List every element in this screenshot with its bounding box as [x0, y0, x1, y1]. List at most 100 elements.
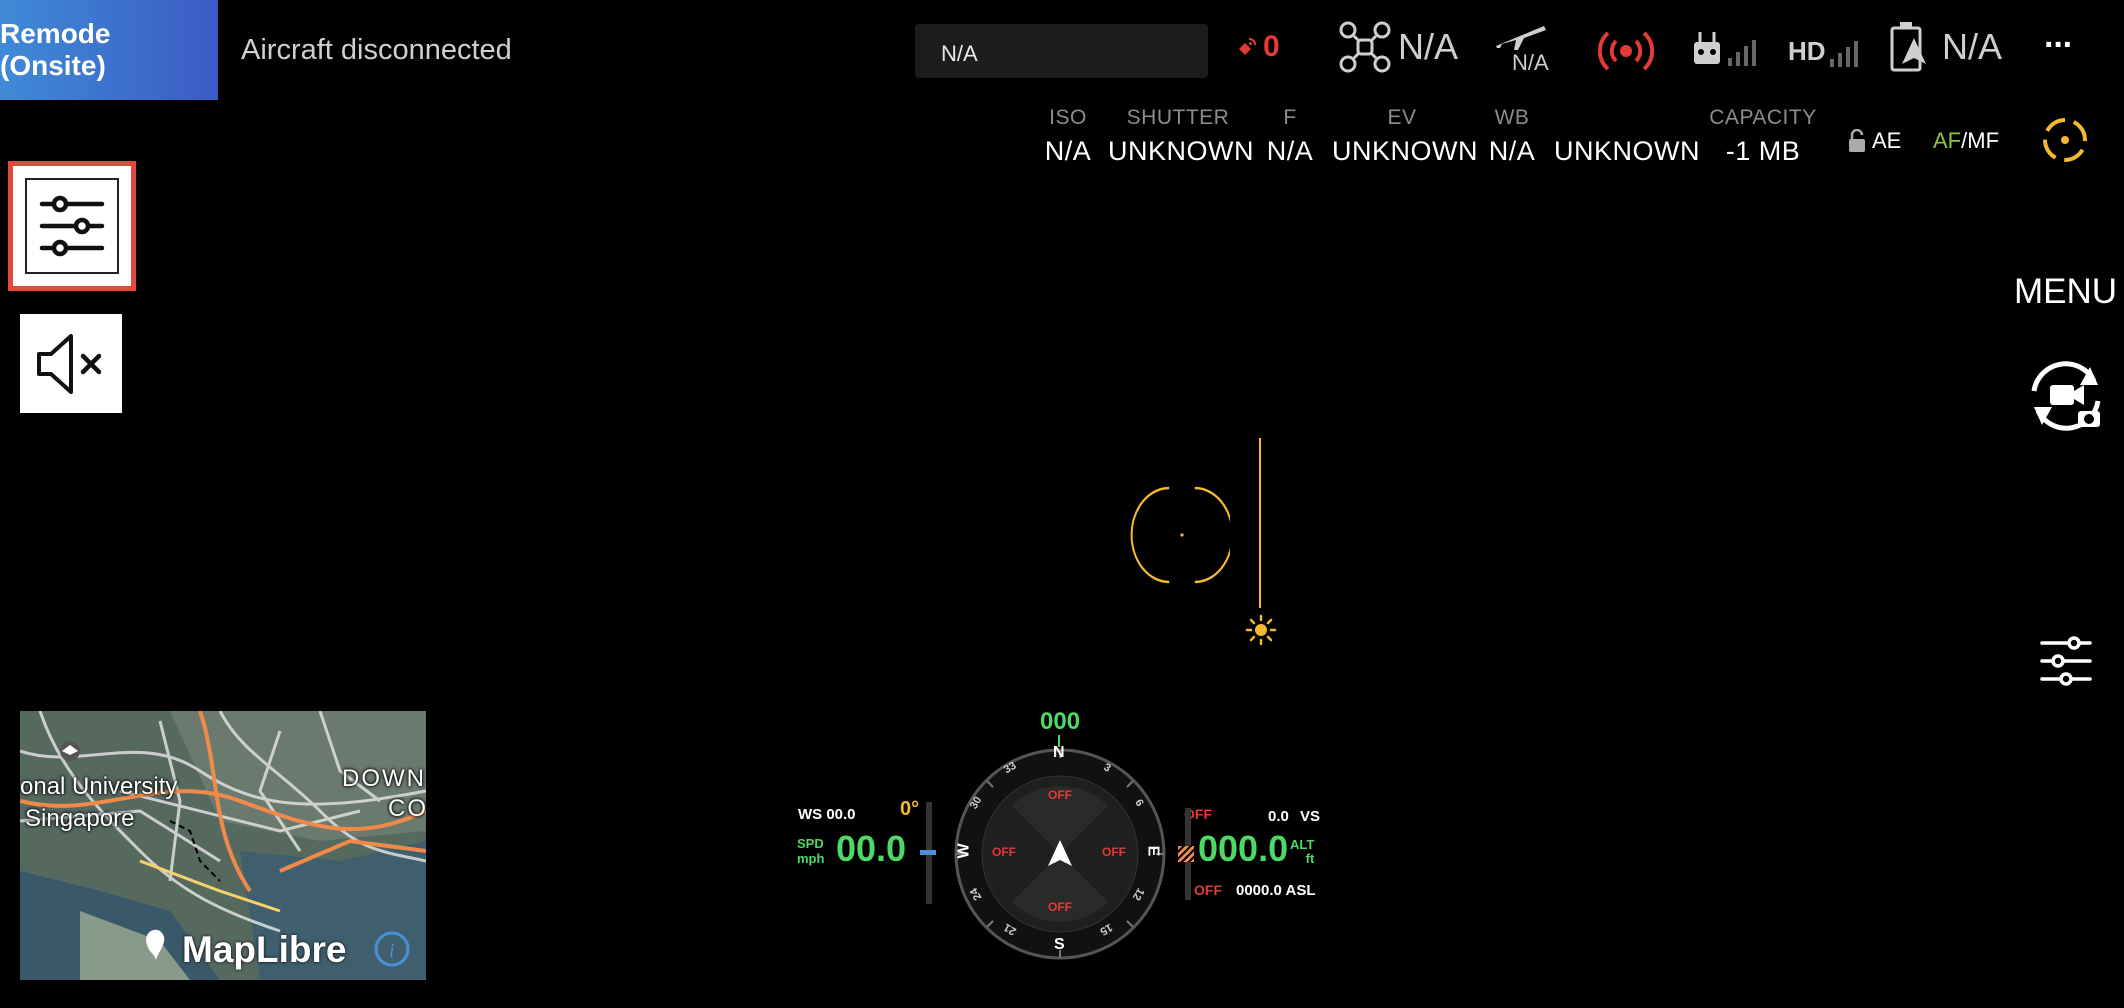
right-settings-button[interactable]	[2038, 633, 2094, 694]
satellite-icon	[1239, 38, 1256, 55]
heading-value: 000	[1040, 708, 1081, 735]
iso-param[interactable]: ISO N/A	[1038, 106, 1098, 167]
capacity-label: CAPACITY	[1709, 106, 1817, 129]
altitude-limit-indicator	[1178, 846, 1194, 862]
flight-mode-status[interactable]: N/A	[1494, 22, 1552, 78]
speed-unit: SPD mph	[797, 836, 824, 866]
wb-param[interactable]: WB N/A	[1482, 106, 1542, 167]
unlock-icon	[1849, 129, 1865, 152]
storage-value: UNKNOWN	[1554, 136, 1700, 166]
ae-lock-button[interactable]: AE	[1848, 128, 1901, 154]
battery-status[interactable]: N/A	[1888, 20, 2002, 74]
wb-label: WB	[1494, 106, 1530, 129]
brand-badge[interactable]: Remode (Onsite)	[0, 0, 218, 100]
altitude-label: ALT	[1290, 837, 1315, 852]
sliders-icon	[2040, 636, 2092, 686]
signal-indicator: 0	[1235, 30, 1280, 64]
speed-value: 00.0	[836, 828, 907, 869]
obstacle-right-status: OFF	[1102, 845, 1126, 859]
map-background: i	[20, 711, 426, 980]
capacity-value: -1 MB	[1725, 136, 1801, 166]
plane-icon	[1496, 26, 1546, 50]
mini-map[interactable]: i onal University Singapore DOWN CO MapL…	[20, 711, 426, 980]
info-field[interactable]: N/A	[915, 24, 1208, 78]
ev-value: UNKNOWN	[1332, 136, 1478, 166]
vertical-speed: 0.0	[1268, 808, 1289, 825]
obstacle-top-status: OFF	[1184, 806, 1212, 822]
speed-unit-label: mph	[797, 851, 825, 866]
menu-button[interactable]: MENU	[2014, 272, 2118, 311]
capacity-param[interactable]: CAPACITY -1 MB	[1706, 106, 1820, 167]
aperture-value: N/A	[1266, 136, 1314, 166]
map-info-button[interactable]	[376, 933, 410, 967]
altitude-unit: ALT ft	[1290, 838, 1314, 866]
map-label-singapore: Singapore	[25, 805, 135, 832]
af-label: AF	[1933, 128, 1962, 153]
connection-status: Aircraft disconnected	[241, 34, 512, 66]
aperture-label: F	[1283, 106, 1297, 129]
camera-switch-icon	[2031, 361, 2101, 431]
camera-settings-frame	[25, 178, 119, 274]
compass-e: E	[1144, 845, 1162, 857]
drone-icon	[1339, 21, 1391, 73]
aperture-param[interactable]: F N/A	[1260, 106, 1320, 167]
mute-button[interactable]	[20, 314, 122, 413]
ev-param[interactable]: EV UNKNOWN	[1332, 106, 1478, 167]
vertical-speed-label: VS	[1300, 808, 1321, 825]
exposure-slider-track[interactable]	[1259, 438, 1261, 608]
signal-count: 0	[1263, 30, 1280, 63]
gimbal-pitch-indicator	[920, 850, 936, 855]
storage-param[interactable]: UNKNOWN	[1554, 106, 1700, 167]
wb-value: N/A	[1488, 136, 1536, 166]
svg-text:i: i	[389, 940, 395, 962]
iso-label: ISO	[1049, 106, 1087, 129]
battery-icon	[1890, 22, 1926, 72]
shutter-label: SHUTTER	[1126, 106, 1230, 129]
shutter-param[interactable]: SHUTTER UNKNOWN	[1108, 106, 1254, 167]
altitude-asl: 0000.0 ASL	[1236, 882, 1316, 899]
ev-label: EV	[1387, 106, 1417, 129]
mf-label: /MF	[1961, 128, 2000, 153]
gimbal-pitch: 0°	[900, 798, 920, 820]
shutter-value: UNKNOWN	[1108, 136, 1254, 166]
map-label-university: onal University	[20, 773, 178, 800]
camera-settings-button[interactable]	[8, 161, 136, 291]
iso-value: N/A	[1044, 136, 1092, 166]
obstacle-left-status: OFF	[992, 845, 1016, 859]
battery-value: N/A	[1942, 26, 2003, 67]
rc-signal-status[interactable]	[1692, 30, 1760, 66]
remote-controller-icon	[1694, 32, 1720, 64]
ae-label: AE	[1872, 128, 1902, 153]
switch-camera-mode-button[interactable]	[2020, 355, 2112, 442]
compass-n: N	[1053, 744, 1065, 761]
wind-speed: WS 00.0	[798, 806, 856, 823]
hd-signal-bars-icon	[1829, 41, 1858, 67]
hd-signal-status[interactable]: HD	[1788, 36, 1862, 67]
obstacle-rear-status: OFF	[1048, 900, 1072, 914]
obstacle-bottom-status: OFF	[1194, 882, 1222, 898]
sliders-icon	[39, 195, 105, 257]
rc-signal-bars-icon	[1728, 40, 1756, 66]
aircraft-status[interactable]: N/A	[1338, 20, 1458, 74]
hd-label: HD	[1788, 36, 1826, 66]
obstacle-front-status: OFF	[1048, 788, 1072, 802]
rtk-broadcast-icon	[1597, 31, 1655, 71]
map-label-down: DOWN	[342, 765, 426, 792]
compass-s: S	[1054, 936, 1065, 953]
focus-reticle[interactable]	[1130, 480, 1230, 590]
map-label-co: CO	[388, 795, 426, 822]
focus-target-button[interactable]	[2040, 115, 2090, 170]
speed-label: SPD	[797, 836, 824, 851]
rtk-status[interactable]	[1597, 25, 1655, 82]
heading-tick	[1058, 735, 1060, 747]
focus-mode-button[interactable]: AF/MF	[1933, 128, 1999, 154]
compass-w: W	[955, 843, 973, 859]
aircraft-value: N/A	[1398, 26, 1459, 67]
focus-target-icon	[2043, 118, 2087, 162]
sun-icon	[1245, 614, 1277, 646]
speaker-muted-icon	[37, 333, 102, 394]
more-options-button[interactable]: ···	[2044, 26, 2074, 64]
storage-label	[1554, 106, 1694, 130]
compass-dial	[954, 748, 1166, 960]
altitude-unit-label: ft	[1305, 851, 1315, 866]
